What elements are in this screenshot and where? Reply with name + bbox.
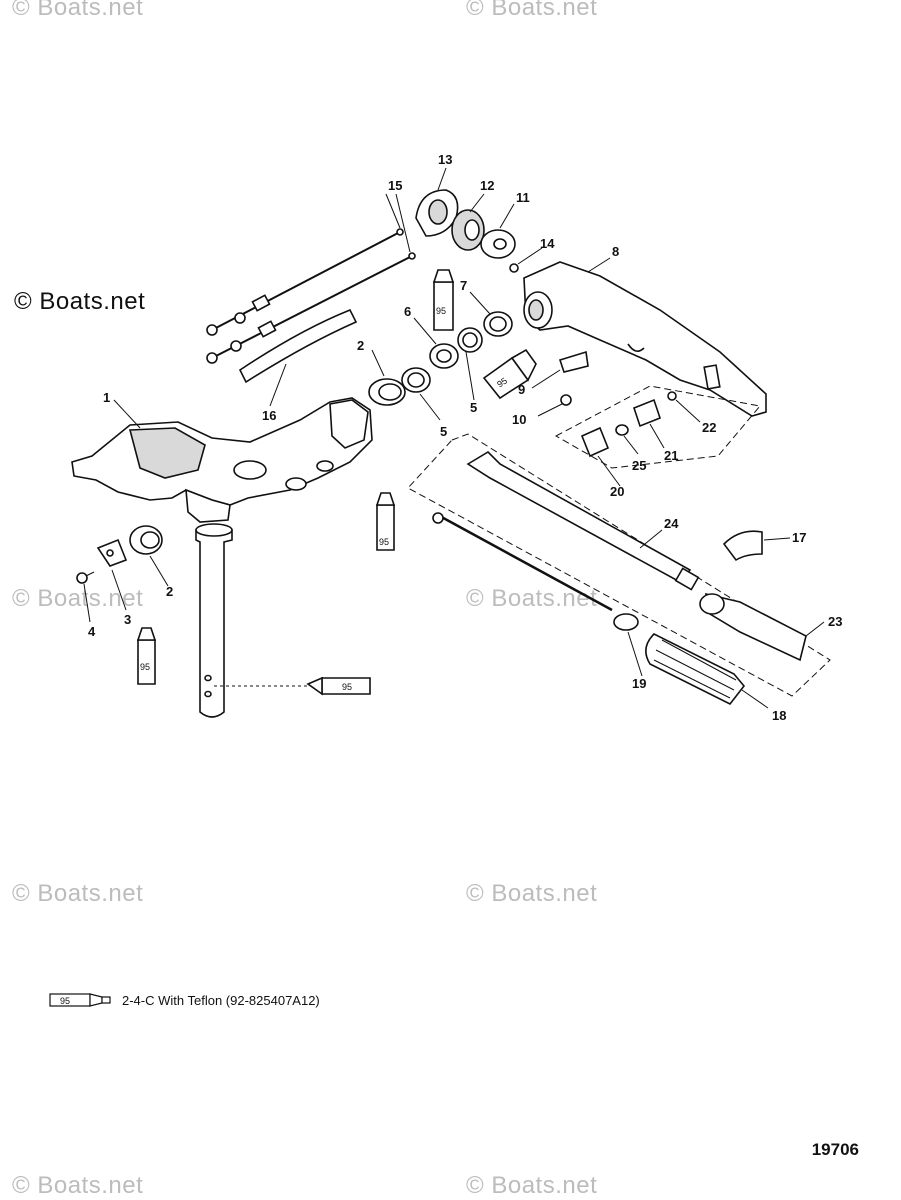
callout-13: 13 (438, 152, 452, 167)
tube-label-diagonal: 95 (495, 376, 509, 390)
brand-watermark: © Boats.net (14, 288, 146, 315)
callout-12: 12 (480, 178, 494, 193)
spring-25 (615, 424, 629, 436)
gear (451, 209, 485, 251)
cam-plate (415, 189, 459, 237)
bushing-lower (129, 525, 163, 555)
compound-tube-middle (375, 492, 396, 551)
callout-2-upper: 2 (357, 338, 364, 353)
stop-switch-wire (432, 512, 639, 631)
switch-20 (580, 426, 610, 458)
washer-7 (483, 311, 513, 337)
callout-10: 10 (512, 412, 526, 427)
kit-enclosure-lower (407, 433, 831, 697)
callout-5-upper: 5 (470, 400, 477, 415)
screw-14 (509, 263, 519, 273)
callout-16: 16 (262, 408, 276, 423)
nut-6 (429, 343, 459, 369)
callout-18-a: 18 (772, 708, 786, 723)
tube-labels: 95 95 95 95 95 (140, 306, 509, 692)
grip-sleeve (722, 530, 763, 562)
screw-4 (76, 571, 95, 584)
steering-bracket (71, 397, 373, 523)
legend: 95 2-4-C With Teflon (92-825407A12) (48, 990, 320, 1010)
callout-22: 22 (702, 420, 716, 435)
compound-tube-upper (432, 269, 455, 331)
watermark-low-left: © Boats.net (12, 880, 144, 907)
callout-23: 23 (828, 614, 842, 629)
legend-tube-label: 95 (60, 996, 70, 1006)
watermark-low-right: © Boats.net (466, 880, 598, 907)
washer-5-lower (401, 367, 431, 393)
callout-24: 24 (664, 516, 679, 531)
callout-19: 19 (632, 676, 646, 691)
tube-label-middle: 95 (379, 537, 389, 547)
compound-tube-diagonal (482, 348, 537, 400)
bushing-upper (368, 378, 406, 406)
leader-lines (83, 167, 825, 709)
throttle-cable-assembly (466, 450, 700, 591)
callout-8: 8 (612, 244, 619, 259)
watermark-top-left: © Boats.net (12, 0, 144, 21)
callout-15: 15 (388, 178, 402, 193)
callout-14: 14 (540, 236, 555, 251)
callout-4: 4 (88, 624, 96, 639)
steering-tube (195, 523, 233, 718)
hose (238, 308, 358, 384)
callout-1: 1 (103, 390, 110, 405)
compound-tube-icon: 95 (49, 993, 111, 1007)
callout-3: 3 (124, 612, 131, 627)
callout-6: 6 (404, 304, 411, 319)
callout-5-lower: 5 (440, 424, 447, 439)
callout-numbers: 1 2 2 3 4 5 5 6 7 8 9 10 11 12 13 14 15 … (88, 152, 842, 723)
watermark-bottom-right: © Boats.net (466, 1172, 598, 1199)
compound-tube-left (136, 627, 157, 685)
tube-label-horizontal: 95 (342, 682, 352, 692)
bracket-21 (633, 398, 661, 428)
throttle-cables (206, 228, 416, 364)
drawing-number: 19706 (811, 1140, 859, 1159)
callout-21: 21 (664, 448, 678, 463)
callout-20: 20 (610, 484, 624, 499)
watermark-mid-left: © Boats.net (12, 585, 144, 612)
callout-25: 25 (632, 458, 646, 473)
screw-22 (667, 391, 677, 401)
tube-label-upper: 95 (436, 306, 446, 316)
callout-7: 7 (460, 278, 467, 293)
clip-9 (558, 350, 589, 373)
tube-label-left: 95 (140, 662, 150, 672)
rubber-grip (645, 633, 746, 706)
callout-11: 11 (516, 190, 530, 205)
watermark-top-right: © Boats.net (466, 0, 598, 21)
friction-plate (96, 538, 128, 567)
callout-9: 9 (518, 382, 525, 397)
screw-10 (560, 394, 572, 406)
legend-text: 2-4-C With Teflon (92-825407A12) (122, 992, 320, 1008)
callout-17: 17 (792, 530, 806, 545)
washer-5-upper (457, 327, 483, 353)
callout-2-lower: 2 (166, 584, 173, 599)
tiller-handle (523, 261, 767, 417)
thrust-washer (480, 229, 516, 259)
throttle-grip (699, 592, 807, 662)
watermark-bottom-left: © Boats.net (12, 1172, 144, 1199)
compound-tube-horizontal (306, 676, 371, 696)
